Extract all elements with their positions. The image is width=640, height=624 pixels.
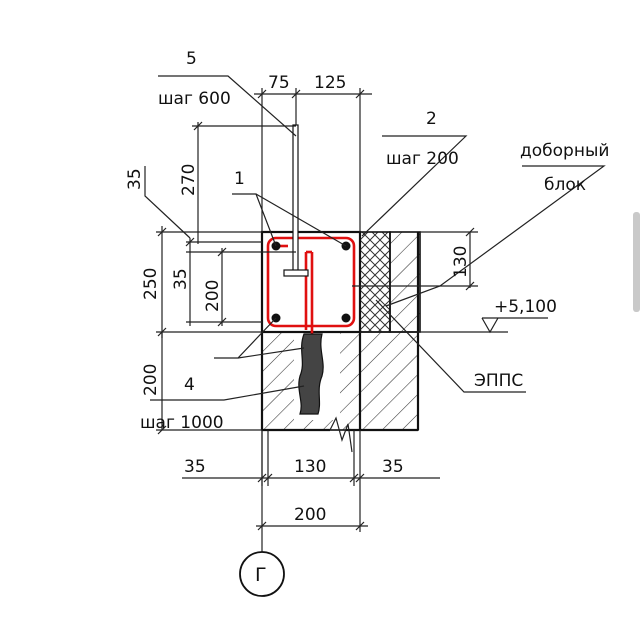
dimension-lines [144, 88, 478, 552]
dim-250: 250 [141, 268, 161, 300]
level-mark [360, 317, 548, 334]
label-step-1000: шаг 1000 [140, 413, 224, 433]
label-epps: ЭППС [474, 371, 523, 391]
label-step-200: шаг 200 [386, 149, 459, 169]
dim-130-right: 130 [451, 246, 471, 278]
epps-insulation [359, 231, 391, 333]
dim-200-bottom: 200 [294, 505, 326, 525]
dim-35-bottom-left: 35 [184, 457, 206, 477]
label-item-4: 4 [184, 375, 195, 395]
label-item-2: 2 [426, 109, 437, 129]
dim-35-inner: 35 [171, 268, 191, 290]
dim-270: 270 [179, 164, 199, 196]
leader-lines [150, 75, 606, 401]
wall-outline [260, 232, 420, 453]
label-extra-block-2: блок [544, 175, 586, 195]
label-level: +5,100 [494, 297, 557, 317]
grout-anchor [298, 333, 324, 415]
scrollbar-thumb[interactable] [633, 212, 640, 312]
axis-marker-circle [239, 551, 285, 597]
dim-125: 125 [314, 73, 346, 93]
label-item-5: 5 [186, 49, 197, 69]
dim-200-left: 200 [141, 364, 161, 396]
dim-35-left: 35 [125, 168, 145, 190]
dim-130-bottom: 130 [294, 457, 326, 477]
dim-35-bottom-right: 35 [382, 457, 404, 477]
axis-label: Г [255, 564, 267, 586]
dim-200-inner: 200 [203, 280, 223, 312]
label-item-1: 1 [234, 169, 245, 189]
label-extra-block-1: доборный [520, 141, 609, 161]
label-step-600: шаг 600 [158, 89, 231, 109]
dim-75: 75 [268, 73, 290, 93]
